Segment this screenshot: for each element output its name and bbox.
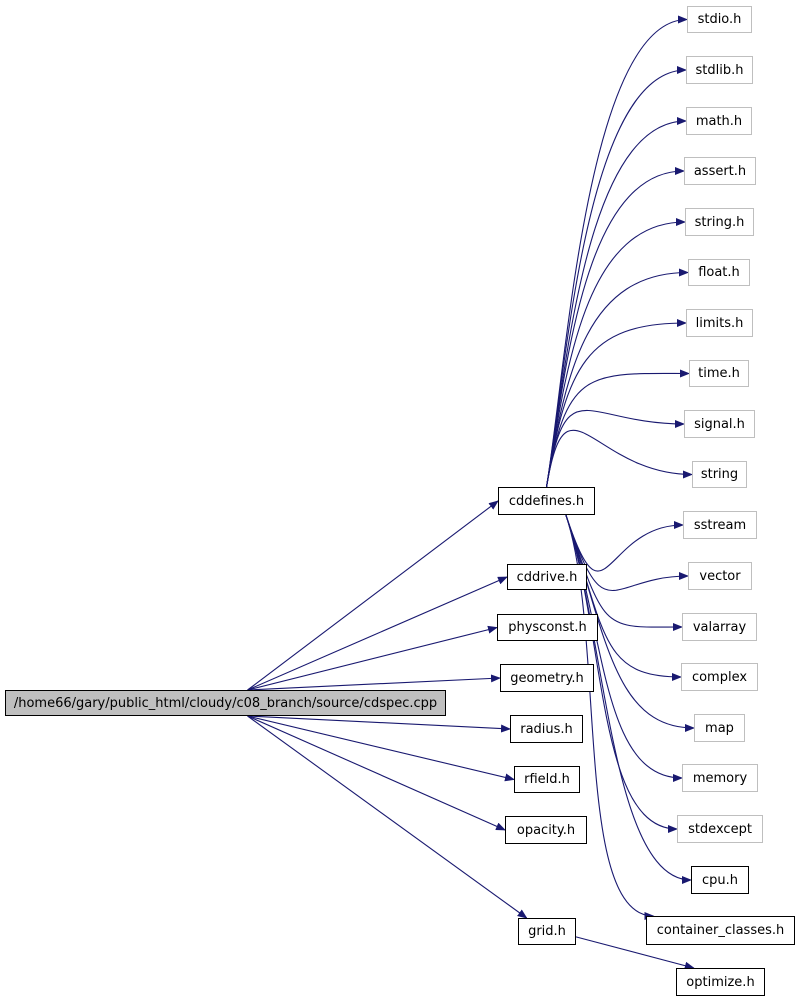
node-signal-h[interactable]: signal.h xyxy=(684,410,755,438)
edge-cddefines-to-sstream xyxy=(565,514,684,572)
node-sstream[interactable]: sstream xyxy=(683,511,757,539)
edge-root-to-grid xyxy=(247,715,528,919)
edge-cddefines-to-time xyxy=(545,369,690,488)
edge-cddefines-to-complex xyxy=(565,514,682,681)
edge-root-to-physconst xyxy=(247,625,498,691)
node-map[interactable]: map xyxy=(694,714,745,742)
node-opacity-h[interactable]: opacity.h xyxy=(505,816,587,844)
node-stdexcept[interactable]: stdexcept xyxy=(677,815,763,843)
edge-cddefines-to-memory xyxy=(565,514,683,782)
edge-root-to-rfield xyxy=(247,715,515,782)
edge-root-to-cddrive xyxy=(247,576,508,691)
node-physconst-h[interactable]: physconst.h xyxy=(497,614,598,641)
edge-cddefines-to-string_h xyxy=(545,218,686,488)
node-assert-h[interactable]: assert.h xyxy=(684,157,756,185)
node-root-cdspec-cpp[interactable]: /home66/gary/public_html/cloudy/c08_bran… xyxy=(5,690,446,716)
node-vector[interactable]: vector xyxy=(688,562,752,590)
edge-root-to-radius xyxy=(247,715,511,733)
edge-cddefines-to-stdlib xyxy=(545,66,687,488)
edge-cddefines-to-vector xyxy=(565,514,689,591)
edge-cddefines-to-map xyxy=(565,514,695,732)
node-radius-h[interactable]: radius.h xyxy=(510,715,583,743)
node-cpu-h[interactable]: cpu.h xyxy=(691,866,749,894)
node-stdlib-h[interactable]: stdlib.h xyxy=(686,56,753,84)
edge-cddefines-to-signal xyxy=(545,409,685,488)
node-float-h[interactable]: float.h xyxy=(688,259,750,286)
edge-root-to-opacity xyxy=(247,715,506,831)
node-memory[interactable]: memory xyxy=(682,764,758,792)
node-rfield-h[interactable]: rfield.h xyxy=(514,766,580,793)
node-cddefines-h[interactable]: cddefines.h xyxy=(498,487,595,515)
node-valarray[interactable]: valarray xyxy=(682,613,757,641)
node-container-classes-h[interactable]: container_classes.h xyxy=(646,916,795,945)
node-math-h[interactable]: math.h xyxy=(686,107,752,135)
edge-root-to-cddefines xyxy=(247,500,499,691)
edge-cddefines-to-string xyxy=(545,429,693,488)
node-cddrive-h[interactable]: cddrive.h xyxy=(507,564,587,590)
edge-cddefines-to-stdio xyxy=(545,15,688,488)
node-limits-h[interactable]: limits.h xyxy=(686,309,753,337)
node-grid-h[interactable]: grid.h xyxy=(518,918,576,945)
node-string[interactable]: string xyxy=(692,461,747,488)
node-string-h[interactable]: string.h xyxy=(685,208,754,236)
node-optimize-h[interactable]: optimize.h xyxy=(676,968,765,996)
edge-cddefines-to-valarray xyxy=(565,514,683,632)
node-geometry-h[interactable]: geometry.h xyxy=(500,664,594,692)
edge-cddefines-to-limits xyxy=(545,319,687,488)
edge-grid-to-optimize xyxy=(575,936,695,970)
node-time-h[interactable]: time.h xyxy=(689,360,749,387)
edge-root-to-geometry xyxy=(247,674,501,691)
node-complex[interactable]: complex xyxy=(681,663,758,691)
edge-cddefines-to-float xyxy=(545,268,689,488)
node-stdio-h[interactable]: stdio.h xyxy=(687,6,752,33)
